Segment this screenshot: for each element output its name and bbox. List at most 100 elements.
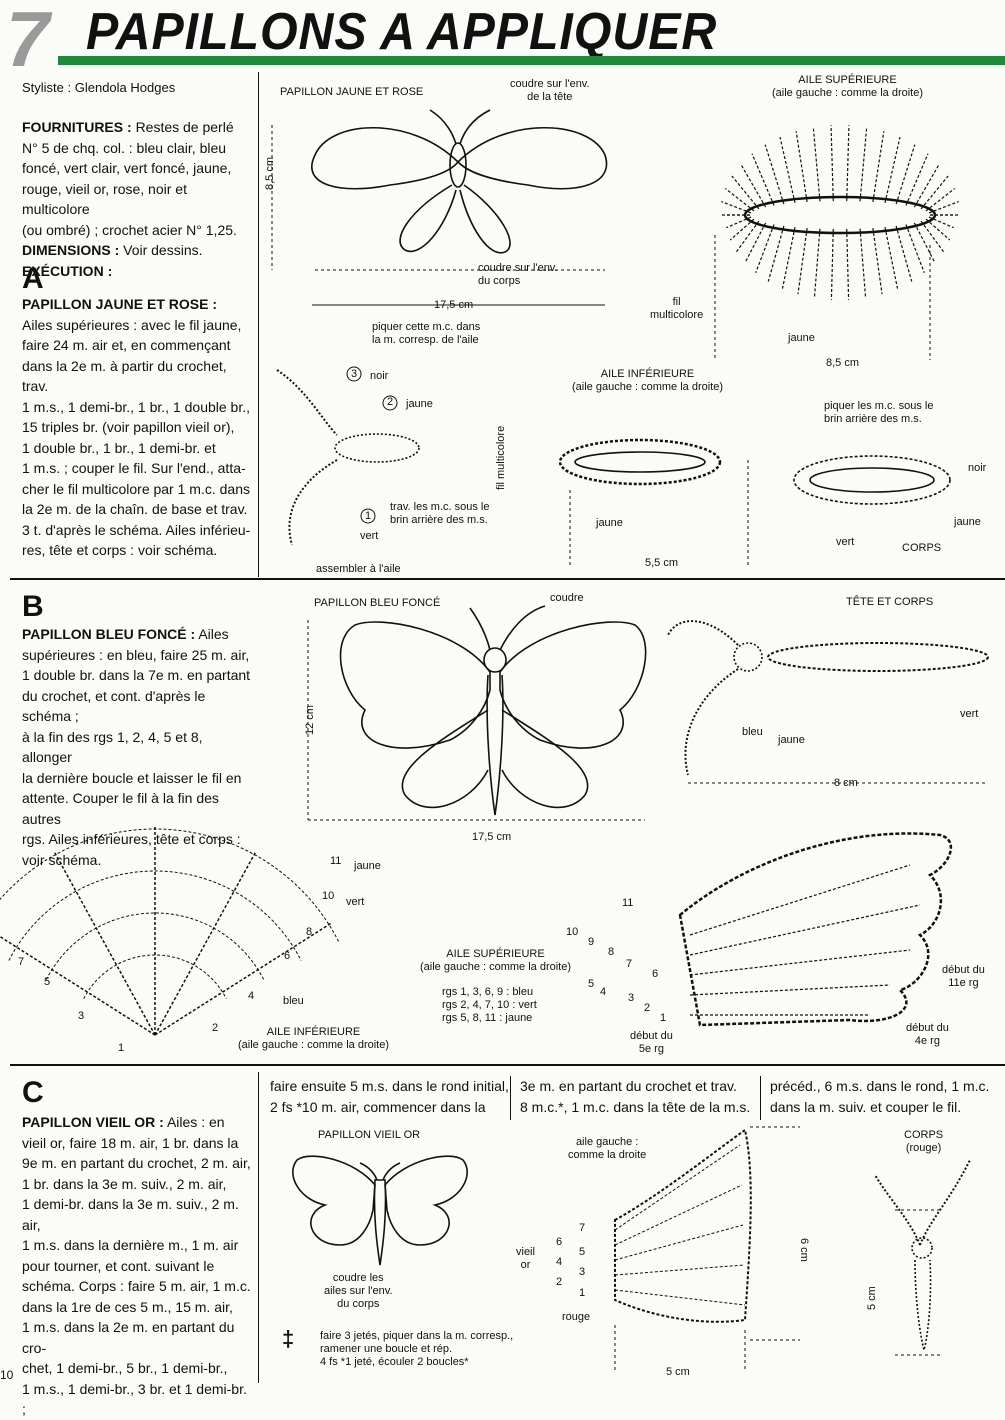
section-c-line: 1 br. dans la 3e m. suiv., 2 m. air,	[22, 1174, 252, 1195]
row-label-left: 10	[322, 890, 334, 903]
label-debut5-1: début du	[630, 1030, 673, 1043]
label-assembler: assembler à l'aile	[316, 563, 401, 576]
head-body-b-diagram	[658, 595, 998, 795]
section-a-line: 15 triples br. (voir papillon vieil or),	[22, 417, 252, 438]
section-c-col3: 3e m. en partant du crochet et trav. 8 m…	[520, 1076, 750, 1117]
label-coudre-c-3: du corps	[324, 1298, 393, 1311]
label-papillon-a: PAPILLON JAUNE ET ROSE	[280, 86, 423, 99]
section-a-text: PAPILLON JAUNE ET ROSE : Ailes supérieur…	[22, 294, 252, 561]
wing-c-diagram	[560, 1125, 820, 1375]
wing-loop	[796, 131, 807, 202]
row-label-c: 1	[579, 1287, 585, 1300]
label-multicolore: multicolore	[650, 309, 703, 322]
body-a-diagram	[780, 440, 980, 540]
dim-width-a2: 8,5 cm	[826, 357, 859, 370]
wing-loop	[847, 125, 849, 201]
row-label-c: 2	[556, 1276, 562, 1289]
label-vert: vert	[360, 530, 378, 543]
section-c-heading: PAPILLON VIEIL OR :	[22, 1114, 164, 1130]
section-b-line: 1 double br. dans la 7e m. en partant	[22, 665, 252, 686]
fan-arc	[0, 829, 339, 941]
section-a-line: la 2e m. de la chaîn. de base et trav.	[22, 499, 252, 520]
wing-lower-a-diagram	[530, 400, 760, 570]
label-aile-inf-b-title: AILE INFÉRIEURE	[238, 1026, 389, 1039]
section-c-line: 9e m. en partant du crochet, 2 m. air,	[22, 1153, 252, 1174]
label-piquer-2: la m. corresp. de l'aile	[372, 334, 480, 347]
label-jaune-inf: jaune	[596, 517, 623, 530]
label-aile-inf-b: AILE INFÉRIEURE (aile gauche : comme la …	[238, 1026, 389, 1052]
fournitures-label: FOURNITURES :	[22, 119, 132, 135]
wing-loop	[873, 228, 882, 294]
label-debut4: début du 4e rg	[906, 1022, 949, 1048]
row-label-c: 3	[579, 1266, 585, 1279]
wing-loop	[741, 164, 766, 207]
section-b-line: la dernière boucle et laisser le fil en	[22, 768, 252, 789]
wing-loop	[914, 223, 935, 263]
num-1: 1	[365, 510, 371, 523]
wing-upper-b-diagram	[620, 805, 1000, 1055]
label-jaune-a: jaune	[788, 332, 815, 345]
col2-line: 2 fs *10 m. air, commencer dans la	[270, 1097, 509, 1118]
wing-loop	[736, 221, 759, 252]
page-number: 10	[0, 1368, 13, 1382]
fan-spoke	[54, 851, 155, 1035]
label-piquer2-2: brin arrière des m.s.	[824, 413, 933, 426]
label-coudre-c-1: coudre les	[324, 1272, 393, 1285]
section-b-letter: B	[22, 590, 44, 624]
row-label-left: 2	[212, 1022, 218, 1035]
wing-loop	[814, 229, 820, 298]
label-coudre-tete-2: de la tête	[510, 91, 590, 104]
label-rouge: rouge	[562, 1311, 590, 1324]
wing-loop	[780, 137, 795, 203]
wing-lower-b-diagram	[15, 800, 335, 1060]
label-aile-sup-a-title: AILE SUPÉRIEURE	[772, 74, 923, 87]
section-a-line: Ailes supérieures : avec le fil jaune,	[22, 315, 252, 336]
label-aile-inf-a: AILE INFÉRIEURE (aile gauche : comme la …	[572, 368, 723, 394]
section-c-letter: C	[22, 1076, 44, 1110]
wing-loop	[914, 164, 939, 207]
label-vieil-or: vieil or	[516, 1246, 535, 1272]
wing-loop	[831, 125, 833, 201]
section-a-line: 1 m.s., 1 demi-br., 1 br., 1 double br.,	[22, 397, 252, 418]
wing-loop	[906, 225, 924, 273]
wing-loop	[756, 225, 774, 273]
section-a-line: faire 24 m. air et, en commençant	[22, 335, 252, 356]
label-or: or	[516, 1259, 535, 1272]
label-corps-a: CORPS	[902, 542, 941, 555]
row-label-right: 6	[652, 968, 658, 981]
row-label-c: 6	[556, 1236, 562, 1249]
label-coudre-tete-1: coudre sur l'env.	[510, 78, 590, 91]
stylist-line: Styliste : Glendola Hodges	[22, 78, 175, 99]
wing-loop	[860, 229, 866, 298]
label-vieil: vieil	[516, 1246, 535, 1259]
intro-block: FOURNITURES : Restes de perlé N° 5 de ch…	[22, 117, 252, 281]
chapter-number: 7	[6, 0, 49, 85]
row-label-left: 8	[306, 926, 312, 939]
wing-upper-a-diagram	[700, 110, 990, 350]
fan-spoke	[155, 922, 332, 1035]
label-trav: trav. les m.c. sous le brin arrière des …	[390, 501, 489, 527]
section-divider	[10, 1064, 1005, 1066]
label-papillon-c: PAPILLON VIEIL OR	[318, 1129, 420, 1142]
wing-loop	[752, 154, 774, 206]
section-a-line: res, tête et corps : voir schéma.	[22, 540, 252, 561]
label-aile-sup-a-sub: (aile gauche : comme la droite)	[772, 87, 923, 100]
section-c-line: 1 m.s. dans la dernière m., 1 m. air	[22, 1235, 252, 1256]
col4-line: précéd., 6 m.s. dans le rond, 1 m.c.	[770, 1076, 989, 1097]
row-label-left: 6	[284, 950, 290, 963]
butterfly-c-outline	[285, 1145, 475, 1275]
label-aile-sup-a: AILE SUPÉRIEURE (aile gauche : comme la …	[772, 74, 923, 100]
section-a-line: 1 double br., 1 br., 1 demi-br. et	[22, 438, 252, 459]
label-rgs-2: rgs 2, 4, 7, 10 : vert	[442, 999, 537, 1012]
wing-loop	[725, 188, 754, 210]
label-aile-sup-b: AILE SUPÉRIEURE (aile gauche : comme la …	[420, 948, 571, 974]
label-aile-gauche-2: comme la droite	[568, 1149, 646, 1162]
section-a-line: dans la 2e m. à partir du crochet, trav.	[22, 356, 252, 397]
section-b-line: du crochet, et cont. d'après le schéma ;	[22, 686, 252, 727]
row-label-right: 9	[588, 936, 594, 949]
wing-loop	[885, 227, 898, 288]
label-piquer2: piquer les m.c. sous le brin arrière des…	[824, 400, 933, 426]
label-rgs-3: rgs 5, 8, 11 : jaune	[442, 1012, 537, 1025]
dim-height-a: 8,5 cm	[264, 157, 277, 190]
fournitures-line-2: foncé, vert clair, vert foncé, jaune,	[22, 158, 252, 179]
